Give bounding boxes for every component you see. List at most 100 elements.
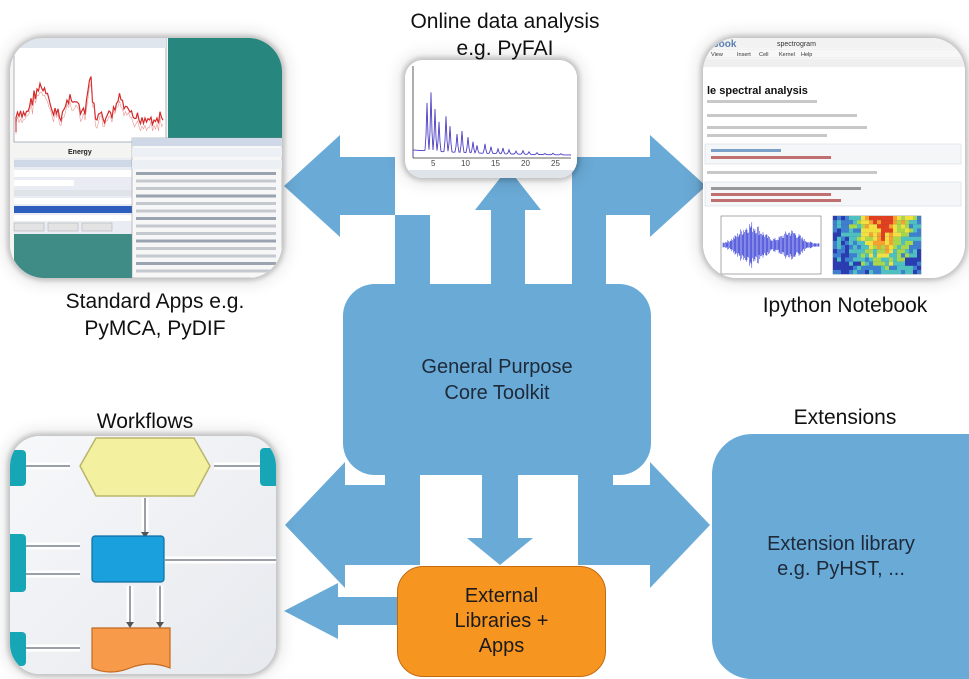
spectrogram-cell — [881, 228, 885, 233]
spectrogram-cell — [889, 249, 893, 254]
spectrogram-cell — [897, 228, 901, 233]
spectrogram-cell — [845, 249, 849, 254]
notebook-menu-item[interactable]: Help — [801, 52, 812, 58]
spectrogram-cell — [901, 228, 905, 233]
spectrogram-cell — [913, 269, 917, 275]
spectrogram-cell — [853, 224, 857, 229]
pymca-table-row — [136, 172, 276, 175]
spectrogram-cell — [901, 224, 905, 229]
arrow-to-extensions — [578, 462, 710, 588]
spectrogram-cell — [877, 253, 881, 258]
spectrogram-cell — [889, 236, 893, 241]
extension-library-box: Extension library e.g. PyHST, ... — [712, 434, 969, 679]
spectrogram-cell — [873, 265, 877, 270]
spectrogram-cell — [897, 269, 901, 275]
spectrogram-cell — [881, 245, 885, 250]
spectrogram-cell — [853, 269, 857, 275]
arrow-to-external-libraries — [467, 475, 533, 565]
spectrogram-cell — [889, 228, 893, 233]
extension-library-label: Extension library e.g. PyHST, ... — [767, 532, 915, 582]
spectrogram-cell — [845, 232, 849, 237]
spectrogram-cell — [885, 220, 889, 225]
pyfai-tick: 10 — [461, 159, 470, 168]
pymca-table-row — [136, 247, 276, 250]
spectrogram-cell — [833, 257, 837, 262]
spectrogram-cell — [889, 257, 893, 262]
spectrogram-cell — [881, 216, 885, 221]
spectrogram-cell — [893, 224, 897, 229]
spectrogram-cell — [845, 228, 849, 233]
spectrogram-cell — [901, 253, 905, 258]
spectrogram-cell — [849, 216, 853, 221]
spectrogram-cell — [861, 245, 865, 250]
spectrogram-cell — [857, 228, 861, 233]
spectrogram-cell — [873, 261, 877, 266]
spectrogram-cell — [857, 269, 861, 275]
spectrogram-plot — [833, 216, 921, 275]
spectrogram-cell — [845, 261, 849, 266]
spectrogram-cell — [917, 245, 921, 250]
spectrogram-cell — [881, 261, 885, 266]
pyfai-series — [412, 92, 571, 156]
spectrogram-cell — [905, 265, 909, 270]
spectrogram-cell — [901, 261, 905, 266]
spectrogram-cell — [885, 265, 889, 270]
spectrogram-cell — [865, 261, 869, 266]
spectrogram-cell — [905, 224, 909, 229]
spectrogram-cell — [849, 245, 853, 250]
spectrogram-cell — [841, 249, 845, 254]
notebook-menu-item[interactable]: Insert — [737, 52, 751, 58]
spectrogram-cell — [873, 257, 877, 262]
spectrogram-cell — [905, 220, 909, 225]
core-toolkit-box: General Purpose Core Toolkit — [343, 284, 651, 475]
online-analysis-title-line2: e.g. PyFAI — [456, 37, 554, 60]
spectrogram-cell — [877, 240, 881, 246]
pymca-table-row — [136, 187, 276, 190]
spectrogram-cell — [909, 265, 913, 270]
spectrogram-cell — [845, 265, 849, 270]
spectrogram-cell — [917, 261, 921, 266]
spectrogram-cell — [841, 224, 845, 229]
spectrogram-cell — [913, 224, 917, 229]
spectrogram-cell — [857, 253, 861, 258]
spectrogram-cell — [909, 228, 913, 233]
spectrogram-cell — [881, 253, 885, 258]
spectrogram-cell — [861, 224, 865, 229]
spectrogram-cell — [913, 253, 917, 258]
spectrogram-cell — [841, 261, 845, 266]
spectrogram-cell — [853, 228, 857, 233]
spectrogram-cell — [913, 261, 917, 266]
spectrogram-cell — [909, 269, 913, 275]
notebook-menu-item[interactable]: Kernel — [779, 52, 795, 58]
spectrogram-cell — [909, 220, 913, 225]
spectrogram-cell — [905, 245, 909, 250]
spectrogram-cell — [917, 257, 921, 262]
spectrogram-cell — [913, 220, 917, 225]
spectrogram-cell — [865, 265, 869, 270]
spectrogram-cell — [857, 236, 861, 241]
spectrogram-cell — [865, 253, 869, 258]
spectrogram-cell — [861, 257, 865, 262]
notebook-menu-item[interactable]: View — [711, 52, 723, 58]
spectrogram-cell — [893, 257, 897, 262]
notebook-menu-item[interactable]: Cell — [759, 52, 768, 58]
spectrogram-cell — [877, 249, 881, 254]
ipython-label: Ipython Notebook — [762, 294, 928, 317]
spectrogram-cell — [837, 236, 841, 241]
spectrogram-cell — [913, 245, 917, 250]
spectrogram-cell — [893, 232, 897, 237]
spectrogram-cell — [841, 245, 845, 250]
spectrogram-cell — [885, 253, 889, 258]
spectrogram-cell — [889, 245, 893, 250]
spectrogram-cell — [869, 253, 873, 258]
spectrogram-cell — [869, 269, 873, 275]
spectrogram-cell — [853, 249, 857, 254]
spectrogram-cell — [833, 232, 837, 237]
spectrogram-cell — [833, 220, 837, 225]
spectrogram-cell — [857, 249, 861, 254]
spectrogram-cell — [893, 240, 897, 246]
spectrogram-cell — [845, 224, 849, 229]
workflows-thumbnail — [10, 436, 276, 674]
spectrogram-cell — [865, 232, 869, 237]
spectrogram-cell — [873, 236, 877, 241]
